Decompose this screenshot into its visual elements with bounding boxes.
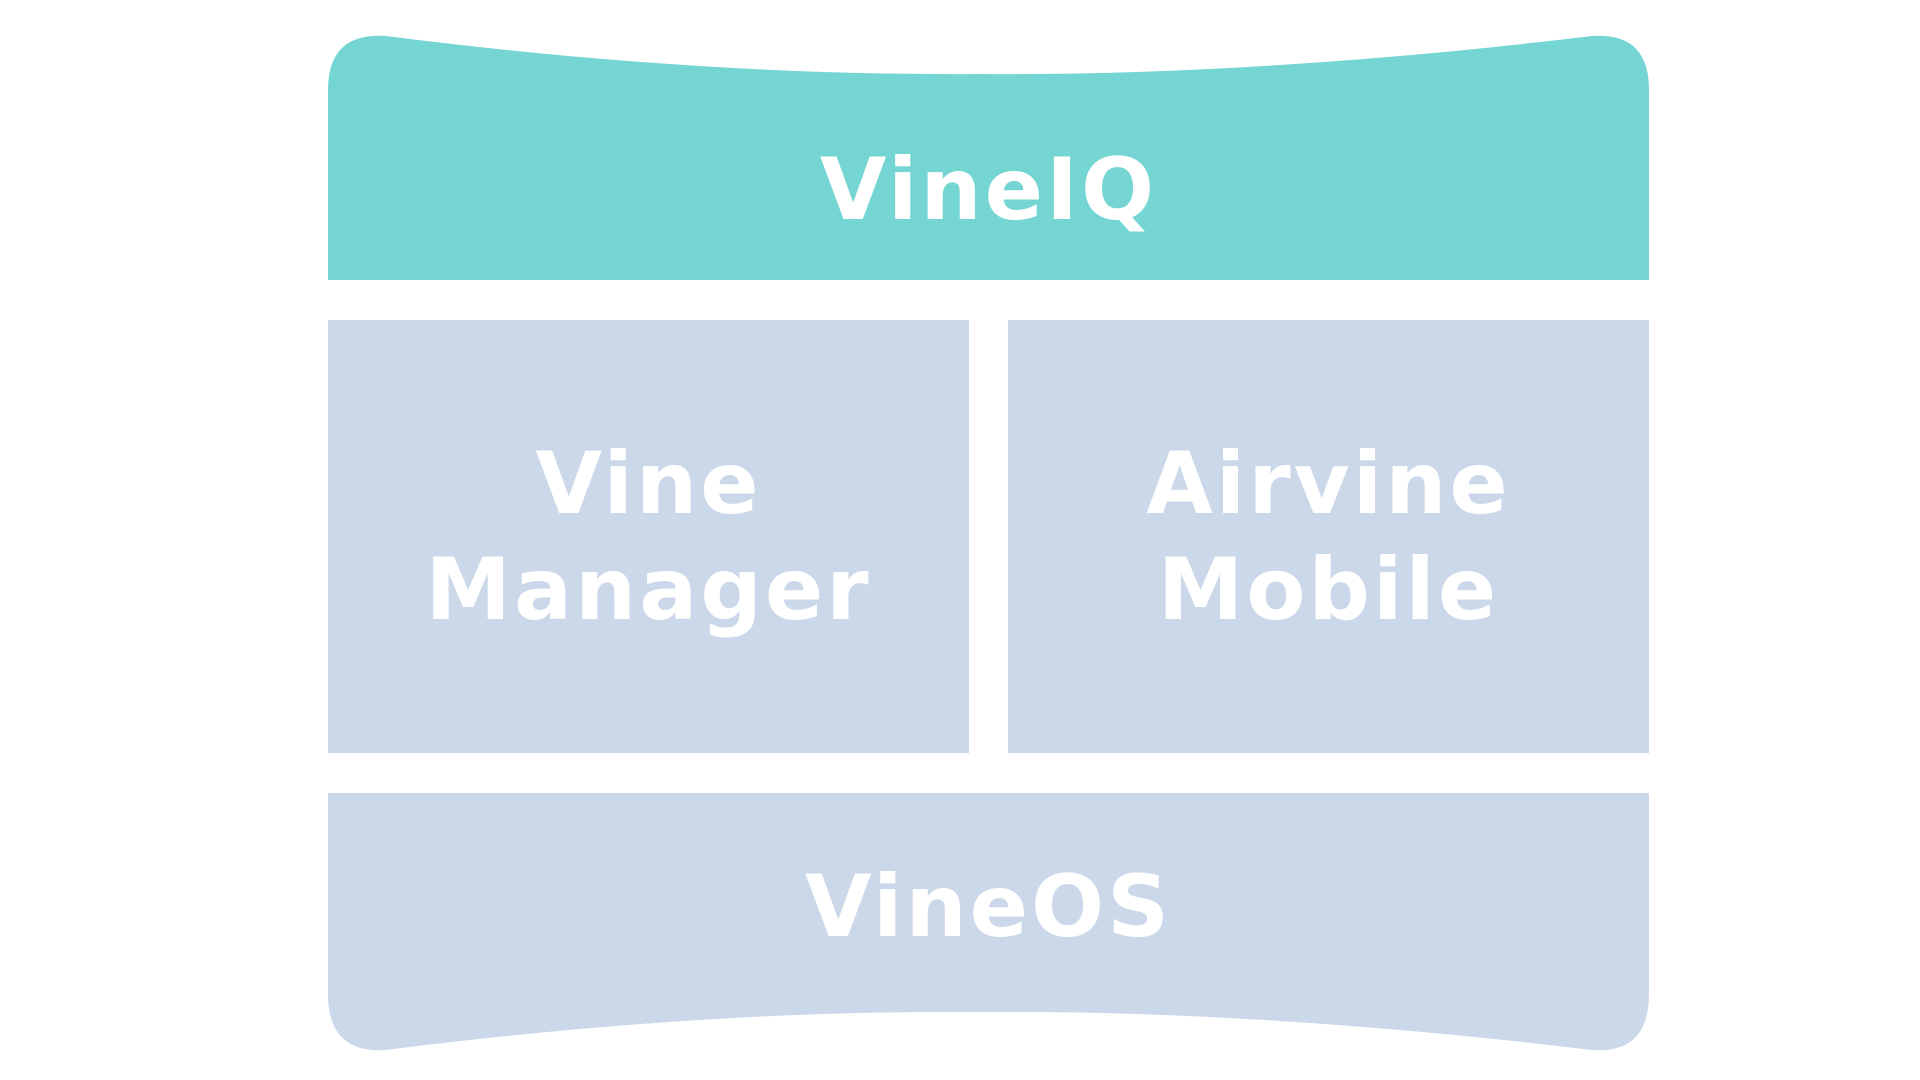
airvine-mobile-label: Airvine Mobile — [1008, 320, 1649, 753]
vineiq-label: VineIQ — [328, 100, 1649, 280]
airvine-mobile-line1: Airvine — [1146, 433, 1511, 534]
vine-manager-line2: Manager — [425, 539, 872, 640]
vine-manager-label: Vine Manager — [328, 320, 969, 753]
vineos-block — [328, 793, 1649, 1051]
vineiq-text: VineIQ — [819, 140, 1158, 240]
vine-manager-block — [328, 320, 969, 753]
vineos-label: VineOS — [328, 822, 1649, 992]
vine-manager-line1: Vine — [535, 433, 762, 534]
airvine-mobile-block — [1008, 320, 1649, 753]
vineos-text: VineOS — [804, 857, 1173, 957]
vineiq-block — [328, 35, 1649, 280]
airvine-mobile-line2: Mobile — [1157, 539, 1500, 640]
